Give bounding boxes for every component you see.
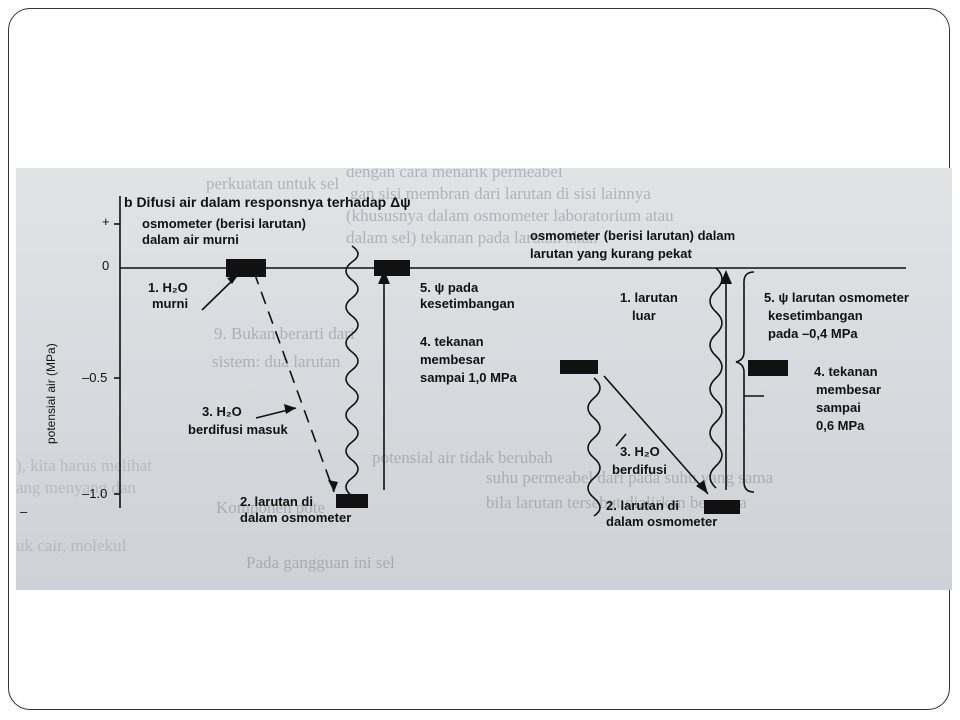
right-label-3-line2: berdifusi — [612, 462, 667, 477]
bg-text-left-1: ), kita harus melihat — [16, 456, 152, 475]
right-label-4-line2: membesar — [816, 382, 882, 397]
left-label-2-line2: dalam osmometer — [240, 510, 352, 525]
scanned-figure: ), kita harus melihat ang menyang dan uk… — [16, 168, 952, 590]
bg-text-mid-1: perkuatan untuk sel — [206, 174, 340, 193]
dashed-diffusion-line — [253, 271, 335, 493]
left-label-5-line2: kesetimbangan — [420, 296, 515, 311]
right-label-2-line1: 2. larutan di — [606, 498, 679, 513]
wavy-pressure-line-left — [345, 245, 359, 497]
right-label-4-line3: sampai — [816, 400, 861, 415]
bg-text-mid-4: Komponen pote — [216, 498, 326, 517]
left-label-1-line2: murni — [152, 296, 189, 311]
right-label-2-line2: dalam osmometer — [606, 514, 718, 529]
figure-title: b Difusi air dalam responsnya terhadap Δ… — [124, 194, 411, 210]
arrowhead-pressure-right — [720, 270, 732, 284]
right-label-5-line1: 5. ψ larutan osmometer — [764, 290, 909, 305]
diffusion-line-right — [603, 375, 709, 495]
left-heading-line1: osmometer (berisi larutan) — [142, 216, 306, 231]
right-label-4-line1: 4. tekanan — [814, 364, 878, 379]
osmometer-block-left-top — [226, 259, 266, 277]
arrowhead-label1-left — [227, 275, 238, 284]
bg-text-left-3: uk cair, molekul — [16, 536, 127, 555]
right-label-3-line1: 3. H₂O — [620, 444, 660, 459]
osmometer-block-left-bottom — [336, 494, 368, 508]
bg-text-right-6: bila larutan tersebut dialirkan bersama — [486, 493, 747, 512]
right-label-4-line4: 0,6 MPa — [816, 418, 865, 433]
wavy-line-right — [587, 377, 601, 517]
left-label-5-line1: 5. ψ pada — [420, 280, 479, 295]
y-tick-label-minus-0.5: –0.5 — [82, 370, 108, 385]
osmometer-block-right-eq — [748, 360, 788, 376]
left-label-3-line2: berdifusi masuk — [188, 422, 288, 437]
left-label-1-line1: 1. H₂O — [148, 280, 188, 295]
left-label-4-line1: 4. tekanan — [420, 334, 484, 349]
y-tick-label-plus: + — [102, 214, 110, 229]
bg-text-right-2: gan sisi membran dari larutan di sisi la… — [350, 184, 651, 203]
arrow-label3-right — [615, 433, 627, 447]
osmometer-block-right-bottom — [704, 500, 740, 514]
wavy-pressure-line-right — [709, 267, 723, 489]
right-label-5-line2: kesetimbangan — [768, 308, 863, 323]
bg-text-right-4: dalam sel) tekanan pada larutan akan — [346, 228, 598, 247]
y-tick-label-minus-1.0: –1.0 — [82, 486, 108, 501]
bracket-right — [735, 271, 755, 493]
bg-text-mid-2: 9. Bukan berarti dari — [214, 324, 355, 343]
right-label-1-line2: luar — [632, 308, 656, 323]
bg-text-right-1: dengan cara menarik permeabel — [346, 168, 563, 181]
bg-text-left-2: ang menyang dan — [16, 478, 136, 497]
y-axis-label: potensial air (MPa) — [44, 343, 58, 444]
bg-text-right-7: potensial air tidak berubah — [372, 448, 553, 467]
right-heading-line1: osmometer (berisi larutan) dalam — [530, 228, 736, 243]
left-label-3-line1: 3. H₂O — [202, 404, 242, 419]
outer-solution-block-right — [560, 360, 598, 374]
y-tick-label-minus: – — [20, 504, 28, 519]
arrowhead-dashed — [328, 480, 338, 492]
right-label-5-line3: pada –0,4 MPa — [768, 326, 858, 341]
right-heading-line2: larutan yang kurang pekat — [530, 246, 692, 261]
diagram-graphics — [114, 196, 906, 517]
arrowhead-pressure-left — [378, 270, 390, 284]
osmometer-block-left-eq — [374, 260, 410, 276]
left-label-4-line2: membesar — [420, 352, 486, 367]
bg-text-right-3: (khususnya dalam osmometer laboratorium … — [346, 206, 674, 225]
right-label-1-line1: 1. larutan — [620, 290, 678, 305]
bg-text-mid-5: Pada gangguan ini sel — [246, 553, 395, 572]
arrowhead-label3-left — [284, 404, 296, 414]
left-heading-line2: dalam air murni — [142, 232, 239, 247]
left-label-2-line1: 2. larutan di — [240, 494, 313, 509]
arrowhead-right-diag — [696, 480, 708, 494]
left-label-4-line3: sampai 1,0 MPa — [420, 370, 517, 385]
bg-text-mid-3: sistem: dua larutan — [212, 352, 341, 371]
y-tick-label-zero: 0 — [102, 258, 110, 273]
